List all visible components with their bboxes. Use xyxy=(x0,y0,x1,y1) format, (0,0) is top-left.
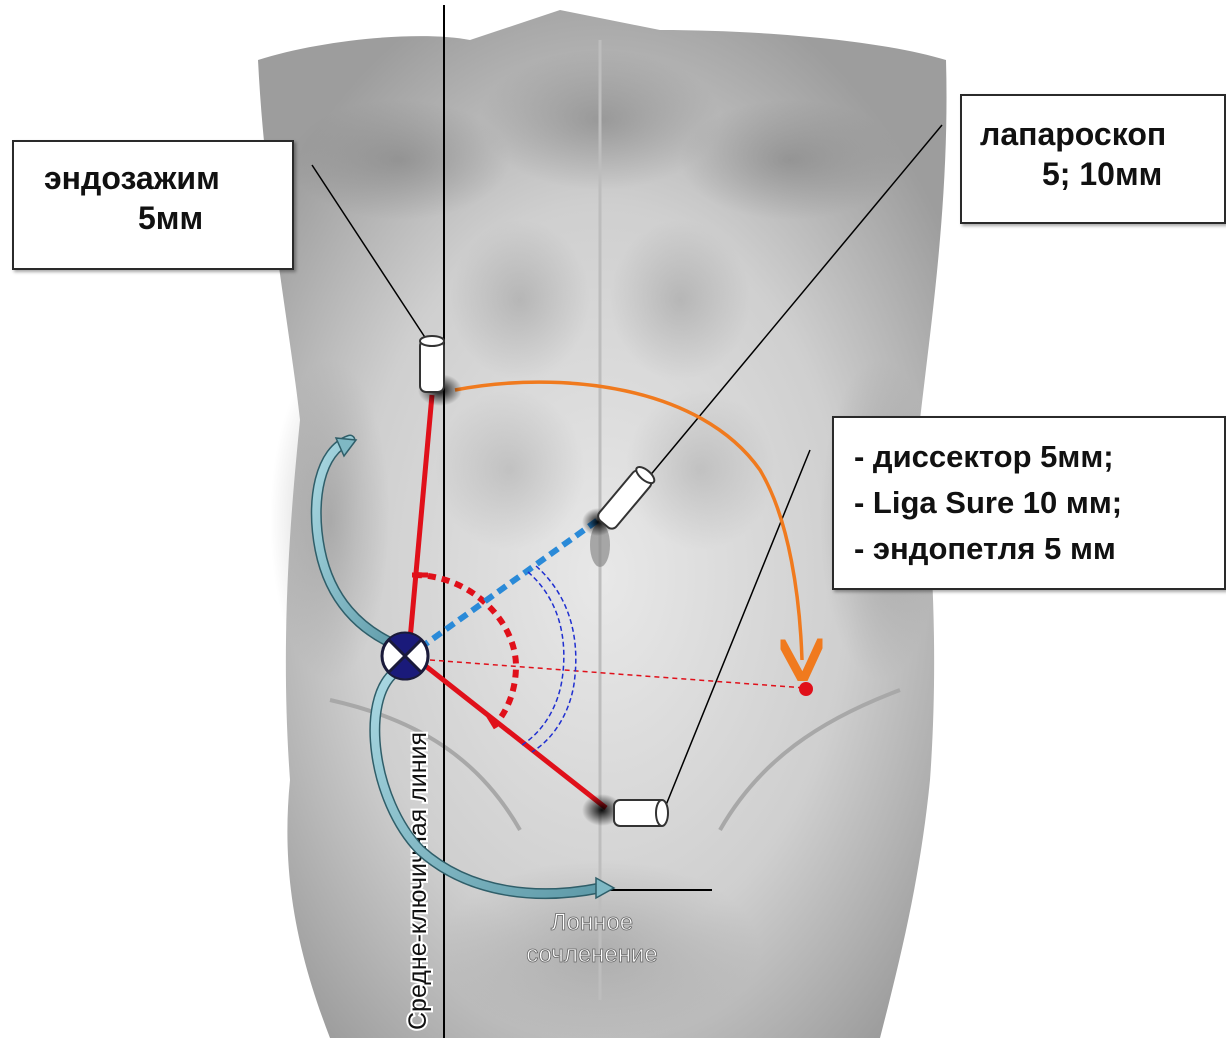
callout-instruments: - диссектор 5мм; - Liga Sure 10 мм; - эн… xyxy=(832,416,1226,590)
callout-endoclamp-size: 5мм xyxy=(14,198,292,238)
callout-laparoscope: лапароскоп 5; 10мм xyxy=(960,94,1226,224)
pubic-symphysis-label-line2: сочленение xyxy=(526,941,658,968)
callout-endoclamp: эндозажим 5мм xyxy=(12,140,294,270)
operator-position-icon xyxy=(382,633,428,679)
callout-instrument-endoloop: - эндопетля 5 мм xyxy=(834,526,1224,572)
midclavicular-line-label: Средне-ключичная линия xyxy=(404,732,432,1030)
pubic-symphysis-label-line1: Лонное xyxy=(551,909,633,936)
target-point xyxy=(799,682,813,696)
callout-instrument-dissector: - диссектор 5мм; xyxy=(834,418,1224,480)
callout-instrument-ligasure: - Liga Sure 10 мм; xyxy=(834,480,1224,526)
callout-laparoscope-name: лапароскоп xyxy=(962,96,1224,154)
callout-endoclamp-name: эндозажим xyxy=(14,142,292,198)
callout-laparoscope-size: 5; 10мм xyxy=(962,154,1224,194)
